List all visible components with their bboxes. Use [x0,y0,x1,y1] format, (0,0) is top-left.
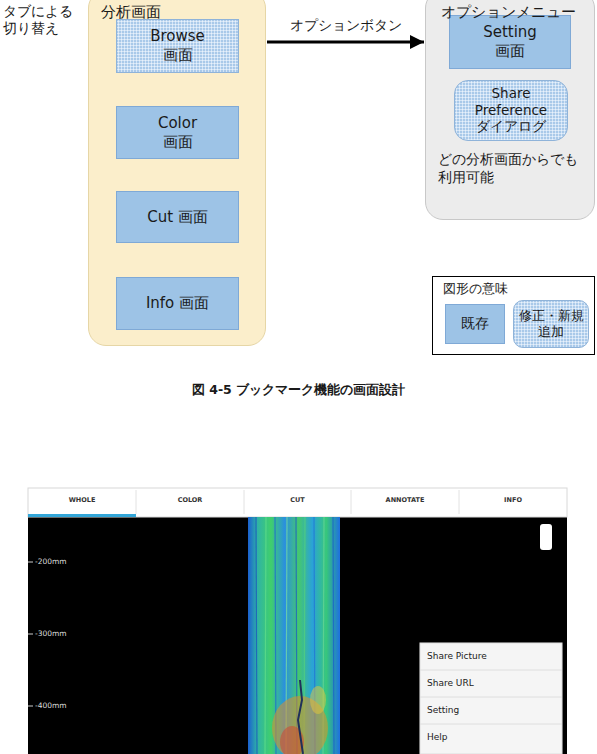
side-note: タブによる 切り替え [3,3,83,37]
caption-holder: 図 4-5 ブックマーク機能の画面設計 [0,382,597,399]
screen-box: Info 画面 [116,277,239,330]
box-label: Browse 画面 [145,27,211,65]
ruler-label: -400mm [35,701,67,710]
tab-label: WHOLE [28,497,136,505]
screen-box: Color 画面 [116,106,239,159]
box-label: Cut 画面 [147,208,208,227]
group-note: どの分析画面からでも 利用可能 [438,151,590,186]
label-holder: Share Picture [427,651,487,662]
legend-swatch: 修正・新規追加 [513,300,589,348]
legend-box: 既存 修正・新規追加 [432,276,595,355]
box-label: Share Preference ダイアログ [461,85,561,136]
legend-text: 既存 [461,315,489,333]
menu-item: Share Picture [427,651,487,662]
legend-text: 修正・新規追加 [518,308,584,339]
label-holder: -400mm [35,701,67,710]
text-holder: オプションメニュー [441,3,576,22]
legend-title: 図形の意味 [443,281,508,297]
edge-label-holder: オプションボタン [288,17,404,34]
menu-item: Setting [427,705,459,716]
option-arrow [267,41,424,44]
group-panel: オプションメニューどの分析画面からでも 利用可能 Setting 画面 Share … [425,0,595,220]
label-holder: COLOR [136,497,244,505]
figure-caption: 図 4-5 ブックマーク機能の画面設計 [0,382,597,399]
screen-box: Setting 画面 [449,15,571,69]
screen-box: Browse 画面 [116,19,239,73]
box-label: Color 画面 [145,114,211,152]
group-heading: オプションメニュー [441,3,576,22]
label-holder: -300mm [35,629,67,638]
tab-label: COLOR [136,497,244,505]
ruler-label: -300mm [35,629,67,638]
label-holder: Share URL [427,678,474,689]
label-holder: ANNOTATE [351,497,459,505]
text-holder: 分析画面 [101,3,161,22]
text-holder: どの分析画面からでも 利用可能 [438,151,590,186]
tab-label: CUT [244,497,351,505]
group-panel: 分析画面 Browse 画面 Color 画面 Cut 画面 Info 画面 [88,0,266,346]
tab-label: INFO [459,497,567,505]
edge-label: オプションボタン [288,17,404,34]
label-holder: Setting [427,705,459,716]
dialog-box: Share Preference ダイアログ [454,80,568,141]
label-holder: CUT [244,497,351,505]
group-heading: 分析画面 [101,3,161,22]
label-holder: INFO [459,497,567,505]
box-label: Info 画面 [146,294,209,313]
label-holder: 図形の意味 [443,281,508,297]
box-label: Setting 画面 [470,23,550,61]
label-holder: Help [427,732,448,743]
screen-box: Cut 画面 [116,191,239,243]
legend-swatch: 既存 [445,304,505,344]
menu-item: Share URL [427,678,474,689]
label-holder: -200mm [35,557,67,566]
tab-label: ANNOTATE [351,497,459,505]
ruler-label: -200mm [35,557,67,566]
label-holder: WHOLE [28,497,136,505]
label-holder: タブによる 切り替え [3,3,83,37]
menu-item: Help [427,732,448,743]
